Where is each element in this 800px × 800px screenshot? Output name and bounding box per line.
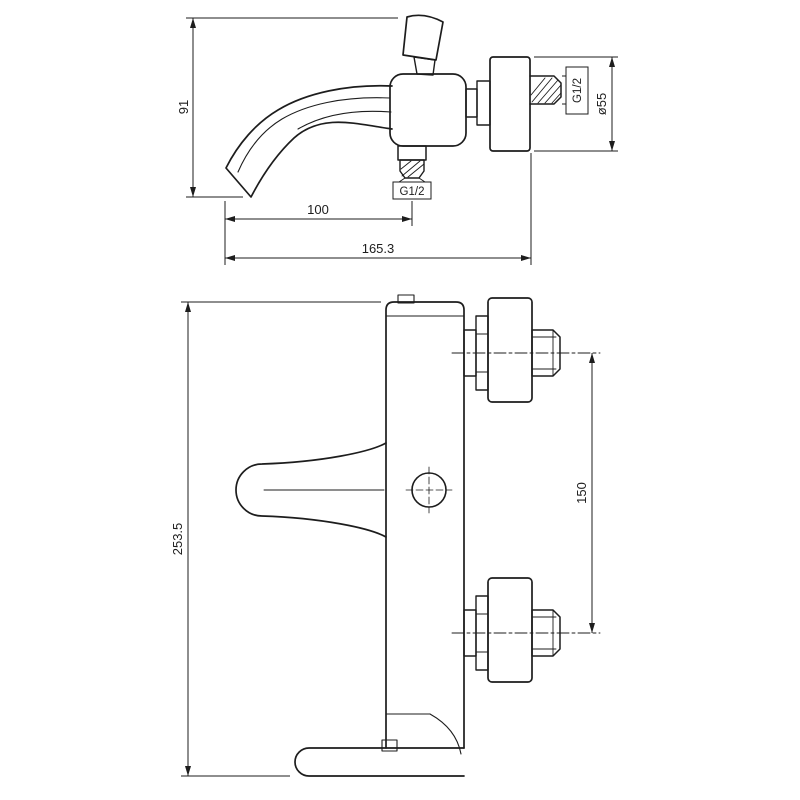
dim-label-total-depth: 165.3 — [362, 241, 395, 256]
dim-label-inlet-spacing: 150 — [574, 482, 589, 504]
side-view — [225, 14, 562, 198]
dim-total-depth: 165.3 — [225, 153, 532, 265]
dim-total-height: 253.5 — [170, 301, 381, 777]
label-inlet-thread: G1/2 — [562, 66, 589, 115]
front-view-top-mount — [463, 297, 561, 403]
dim-label-height: 91 — [176, 100, 191, 114]
front-view-pivot — [405, 466, 453, 514]
mount-centerlines — [451, 352, 601, 634]
side-view-wall-flange — [489, 56, 531, 152]
inlet-thread-label: G1/2 — [572, 78, 584, 103]
dim-inlet-spacing: 150 — [574, 353, 595, 633]
side-view-handle-knob — [402, 14, 444, 76]
front-view-dimensions: 253.5 150 — [170, 301, 595, 777]
label-outlet-thread: G1/2 — [392, 177, 432, 200]
front-view — [235, 294, 601, 777]
side-view-body — [389, 73, 467, 147]
side-view-dimensions: 91 100 165.3 G1/2 ø55 — [176, 17, 618, 265]
dim-flange-diameter: ø55 — [534, 56, 618, 152]
side-view-inlet-nipple — [529, 75, 562, 105]
front-view-handle — [235, 442, 387, 538]
dim-label-flange-diameter: ø55 — [594, 93, 609, 115]
side-view-bottom-outlet — [397, 145, 427, 179]
front-view-body — [385, 294, 465, 749]
dim-label-spout-reach: 100 — [307, 202, 329, 217]
outlet-thread-label: G1/2 — [400, 186, 425, 198]
dim-spout-reach: 100 — [224, 201, 413, 265]
front-view-bottom-mount — [463, 577, 561, 683]
side-view-spout — [225, 84, 393, 198]
dim-label-total-height: 253.5 — [170, 523, 185, 556]
dim-spout-height: 91 — [176, 17, 398, 198]
front-view-spout — [294, 713, 465, 777]
side-view-connector-nut — [465, 80, 491, 126]
